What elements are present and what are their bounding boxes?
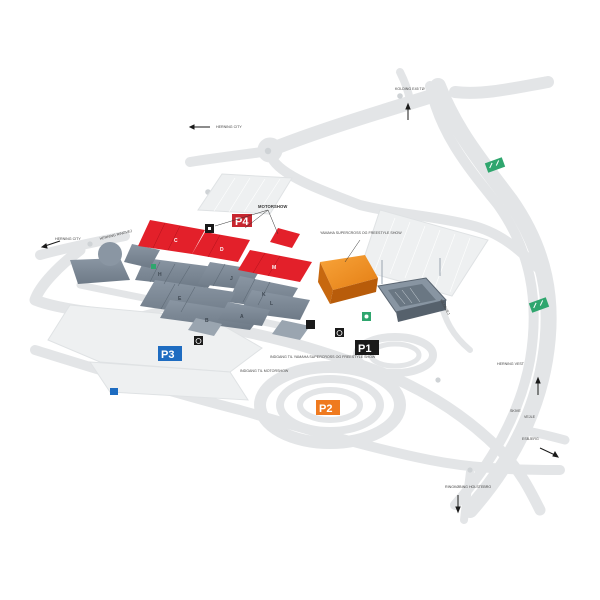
hall-label-b: B	[205, 318, 209, 324]
east-lot	[359, 209, 489, 297]
motorshow-pointers	[214, 209, 279, 235]
roundabout-markers	[87, 93, 473, 473]
arrow-icon	[539, 447, 560, 458]
roundabout-icon	[87, 241, 93, 247]
hall-label-d: D	[220, 247, 224, 253]
road-network	[29, 68, 570, 524]
hall-label-h: H	[158, 272, 162, 278]
parking-p3-label: P3	[161, 349, 174, 361]
label-freestyle-bottom: INDGANG TIL YAMAHA SUPERCROSS OG FREESTY…	[270, 355, 376, 359]
green-marker-icon	[151, 264, 156, 269]
building-center	[272, 320, 310, 340]
p2-circular-lot	[254, 361, 406, 449]
label-herning-city-top: HERNING CITY	[216, 125, 242, 129]
label-herning-vest: HERNING VEST	[497, 362, 525, 366]
parking-p3[interactable]: P3	[158, 346, 182, 361]
roundabout-icon	[264, 147, 272, 155]
motorway-sign-icon	[484, 157, 506, 173]
hall-label-l: L	[270, 301, 273, 307]
arrow-icon	[40, 240, 61, 249]
hall-label-c: C	[174, 238, 178, 244]
parking-p4[interactable]: P4	[232, 214, 252, 228]
green-sign-icon	[362, 312, 371, 321]
access-road	[267, 153, 545, 275]
roundabout-icon	[467, 467, 473, 473]
hall-west-2	[124, 244, 160, 268]
label-ringkobing: RINGKØBING HOLSTEBRO	[445, 485, 491, 489]
orange-arena	[318, 255, 378, 304]
stadium	[377, 258, 447, 322]
p4-lot	[197, 173, 293, 215]
motorway-arc-inner	[425, 81, 539, 510]
motorway-arc	[430, 78, 557, 518]
label-kolding-top: KOLDING E45 TØ	[395, 87, 425, 91]
label-skive: SKIVE	[510, 409, 521, 413]
hall-label-m: M	[272, 265, 276, 271]
freestyle-pointer	[344, 239, 361, 263]
label-motorshow-entrance: INDGANG TIL MOTORSHOW	[240, 369, 289, 373]
p3-lot-south	[89, 361, 249, 401]
hall-a	[218, 302, 270, 326]
top-road-north	[396, 68, 414, 104]
parking-p2-label: P2	[319, 403, 332, 415]
label-esbjerg: ESBJERG	[522, 437, 539, 441]
hall-label-k: K	[262, 292, 266, 298]
arrow-icon	[405, 102, 411, 120]
roundabout-icon	[435, 377, 441, 383]
parking-p2[interactable]: P2	[316, 400, 340, 415]
label-herning-city-left: HERNING CITY	[55, 237, 81, 241]
bus-stop-icon	[110, 388, 118, 395]
arrow-icon	[455, 495, 461, 514]
label-vejle: VEJLE	[524, 415, 536, 419]
building-center-2	[188, 318, 222, 336]
road-west	[35, 231, 130, 260]
hall-west-dome	[98, 242, 122, 266]
arrow-icon	[535, 376, 541, 395]
parking-p1-label: P1	[358, 343, 371, 355]
wheelchair-icon	[335, 328, 344, 337]
parking-p1[interactable]: P1	[355, 340, 379, 355]
ring-road-south	[29, 244, 546, 516]
arrow-icon	[188, 124, 210, 130]
road-east	[515, 425, 570, 445]
label-motorshow: MOTORSHOW	[258, 204, 287, 209]
info-icon	[306, 320, 315, 329]
red-halls	[138, 220, 312, 282]
hall-label-a: A	[240, 314, 244, 320]
lot-stripes	[213, 177, 471, 293]
wheelchair-icon	[194, 336, 203, 345]
label-road-top: HERNING RINGVEJ	[99, 229, 132, 241]
roundabout-icon	[397, 93, 403, 99]
road-south	[460, 468, 474, 524]
hall-label-e: E	[178, 296, 182, 302]
motorway-sign-icon	[528, 297, 550, 313]
hall-d	[192, 232, 250, 262]
hall-letters: C D M E H J K L B A	[158, 238, 276, 324]
label-freestyle-top: YAMAHA SUPERCROSS OG FREESTYLE SHOW	[320, 231, 402, 235]
hall-west-1	[70, 258, 130, 284]
road-west-upper	[185, 147, 267, 167]
hall-m	[238, 250, 312, 282]
hall-p4-red	[270, 228, 300, 248]
motorway-exit	[449, 76, 554, 99]
gray-halls	[70, 242, 310, 340]
info-icon	[205, 224, 214, 233]
hall-c	[138, 220, 205, 254]
label-road-vertical: KILDEVEJ	[439, 299, 451, 316]
hall-label-j: J	[230, 276, 233, 282]
